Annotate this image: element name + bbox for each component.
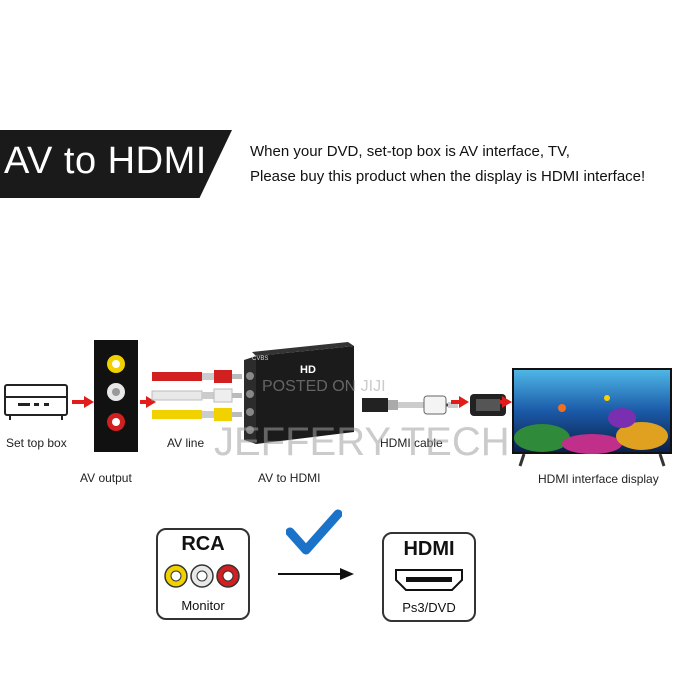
rca-connectors-icon	[164, 564, 240, 588]
converter-badge: HD	[300, 364, 316, 376]
set-top-box-icon	[4, 384, 68, 420]
av-line-cable	[151, 370, 242, 421]
arrow-head-4	[502, 396, 512, 408]
rca-title: RCA	[181, 533, 225, 555]
tagline-line-1: When your DVD, set-top box is AV interfa…	[250, 143, 570, 160]
arrow-shaft-2	[140, 400, 146, 404]
hdmi-title: HDMI	[403, 538, 455, 560]
av-to-hdmi-label: AV to HDMI	[258, 471, 321, 485]
arrow-shaft-1	[72, 400, 84, 404]
set-top-box-label: Set top box	[6, 436, 67, 450]
arrow-head-3	[459, 396, 469, 408]
tagline-line-2: Please buy this product when the display…	[250, 168, 646, 185]
av-output-panel	[94, 340, 138, 452]
hdmi-cable-label: HDMI cable	[380, 436, 443, 450]
header-title: AV to HDMI	[4, 140, 207, 182]
arrow-shaft-4	[500, 400, 502, 404]
converter-box	[244, 342, 354, 444]
black-arrow-icon	[278, 568, 354, 580]
hdmi-subtitle: Ps3/DVD	[402, 600, 456, 615]
watermark-posted: POSTED ON JIJI	[262, 378, 386, 395]
header-banner	[0, 130, 232, 198]
hdmi-cable	[362, 394, 506, 416]
rca-subtitle: Monitor	[181, 598, 225, 613]
arrow-head-2	[146, 396, 156, 408]
converter-port-label: CVBS	[252, 356, 269, 362]
hdmi-port-icon	[395, 569, 463, 591]
hdmi-display-tv	[512, 368, 672, 467]
av-output-label: AV output	[80, 471, 132, 485]
watermark-brand: JEFFERY TECH	[214, 420, 510, 464]
hdmi-display-label: HDMI interface display	[538, 472, 659, 486]
av-line-label: AV line	[167, 436, 205, 450]
checkmark-icon	[286, 509, 342, 555]
arrow-shaft-3	[451, 400, 459, 404]
arrow-head-1	[84, 396, 94, 408]
